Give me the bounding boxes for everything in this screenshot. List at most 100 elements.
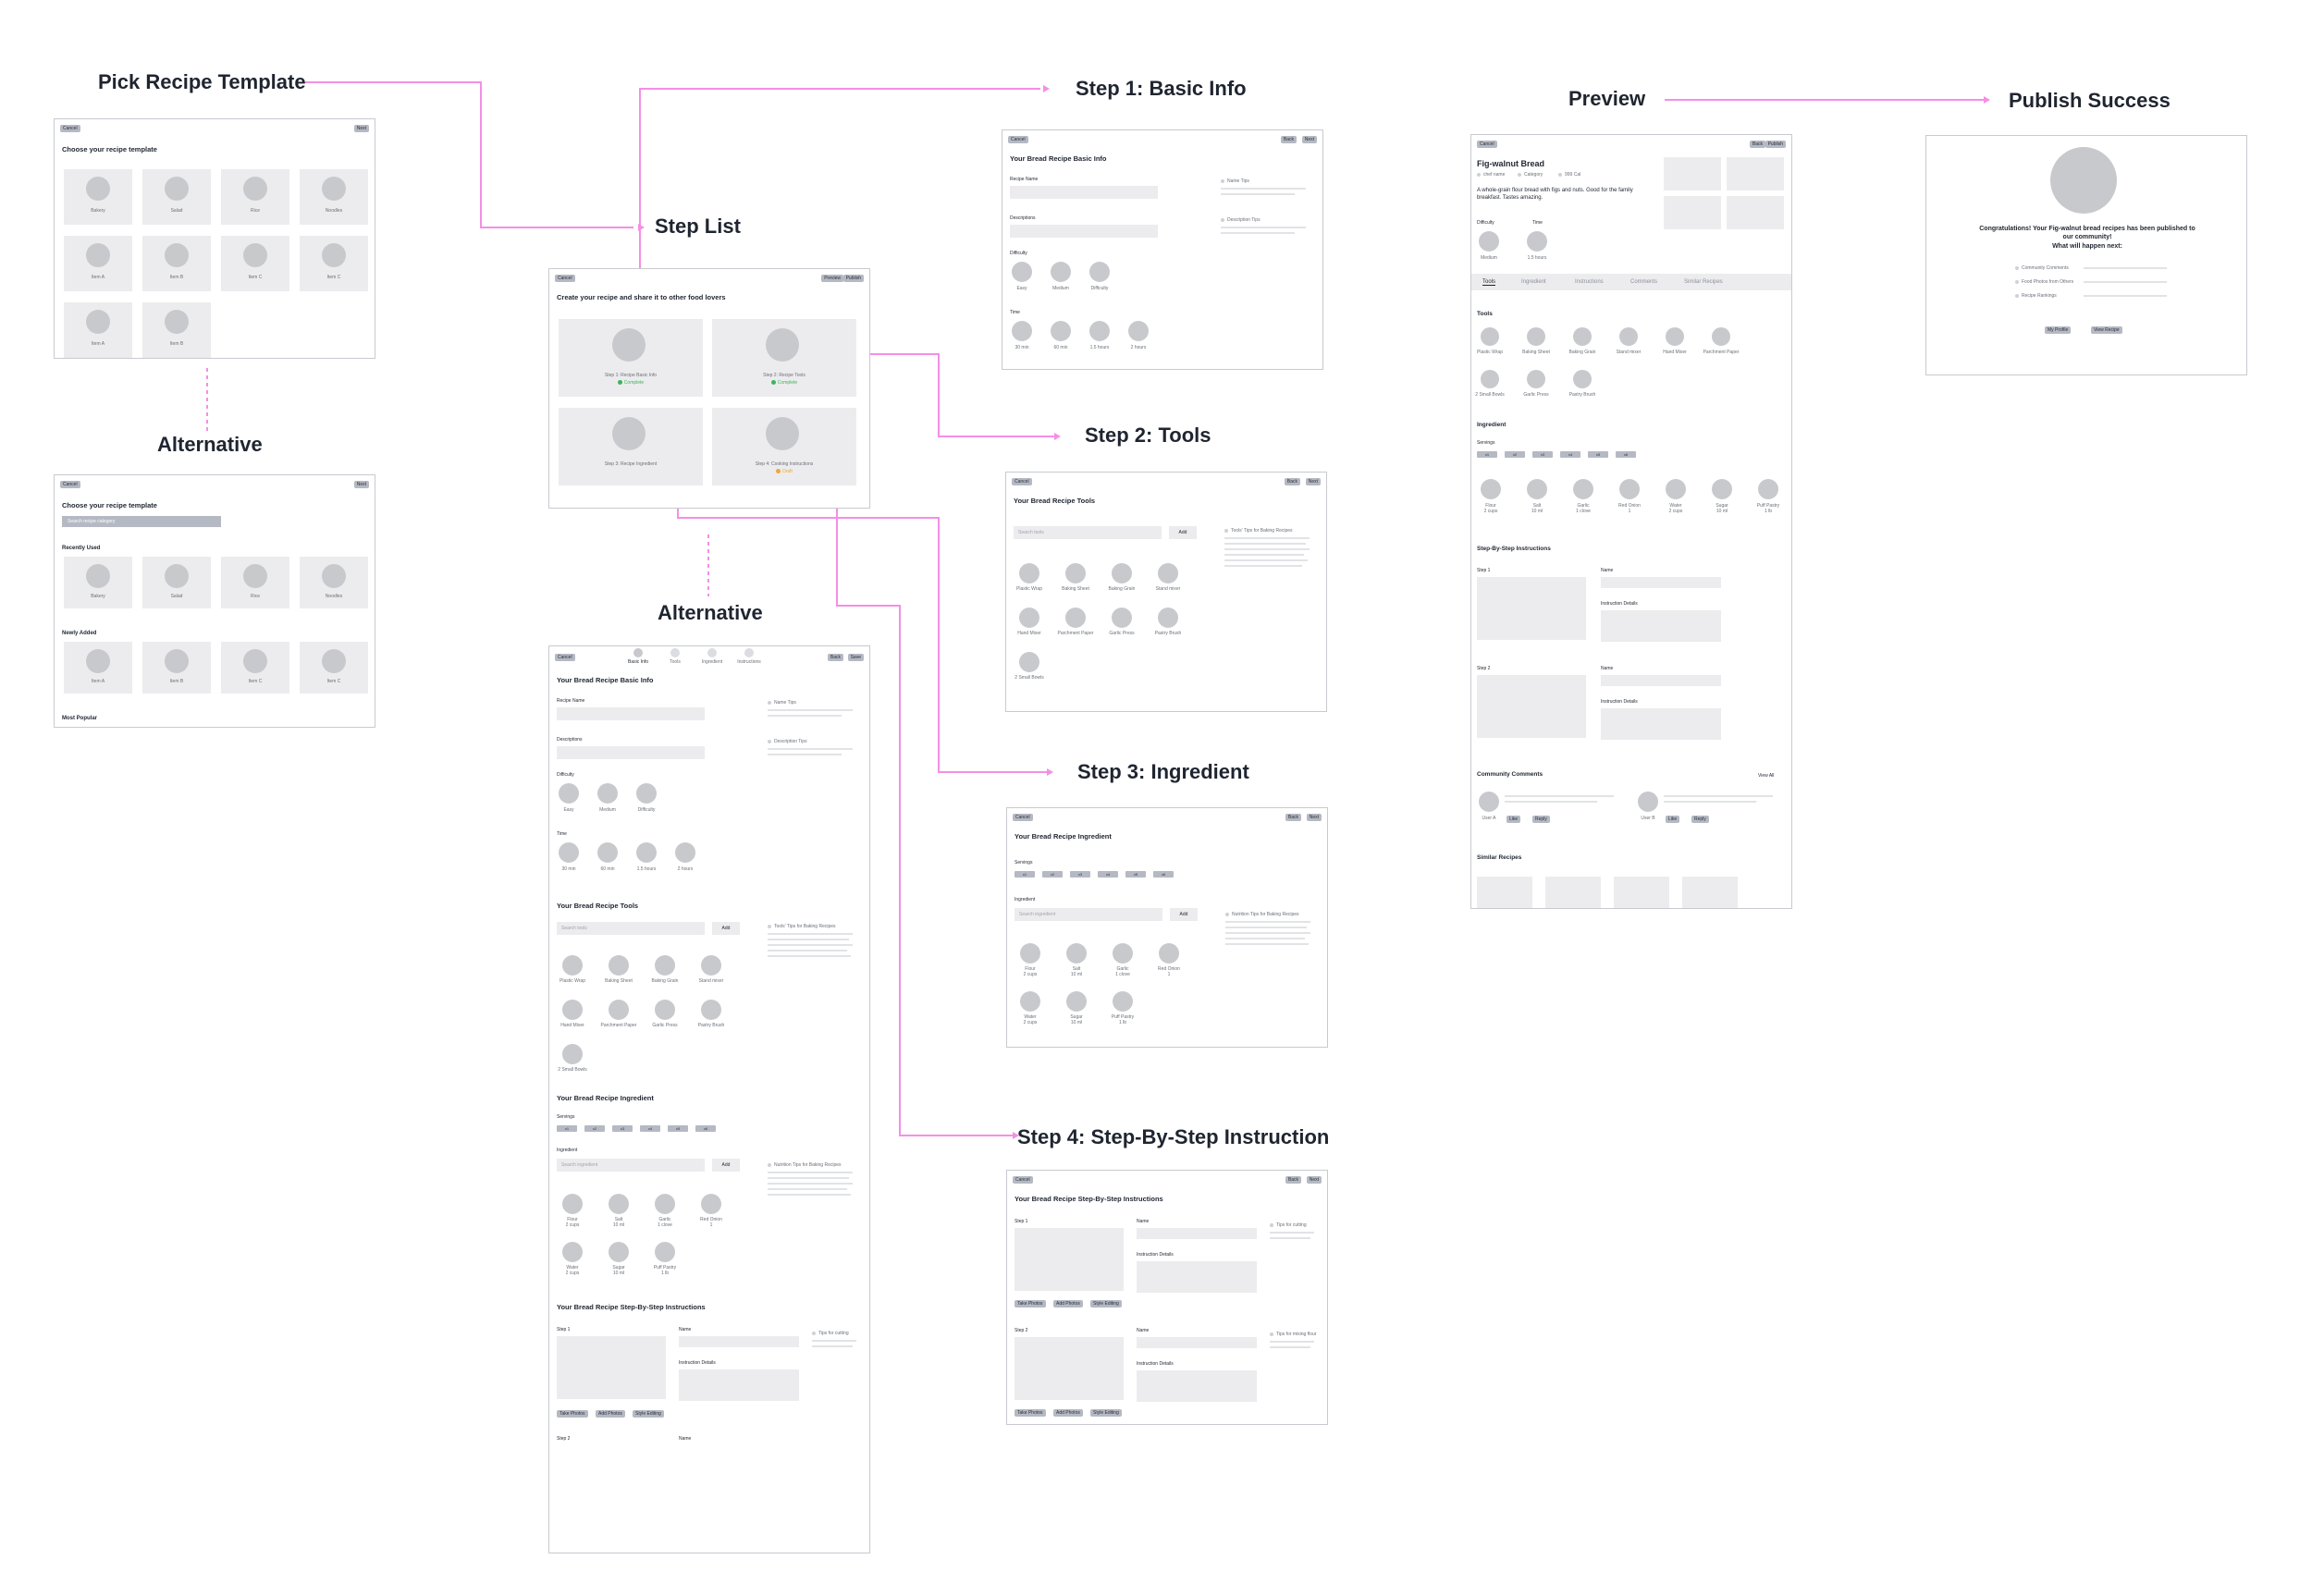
template-card[interactable]: Rice bbox=[221, 557, 289, 608]
template-card[interactable]: Item A bbox=[64, 642, 132, 694]
serving-chip[interactable]: x5 bbox=[1588, 451, 1608, 458]
tool-item[interactable] bbox=[655, 955, 675, 976]
template-card[interactable]: Salad bbox=[142, 169, 211, 225]
serving-chip[interactable]: x4 bbox=[640, 1125, 660, 1132]
stepper-dot[interactable] bbox=[707, 648, 717, 657]
tool-item[interactable] bbox=[701, 955, 721, 976]
tool-item[interactable] bbox=[701, 1000, 721, 1020]
step-details-input[interactable] bbox=[1137, 1370, 1257, 1402]
template-card[interactable]: Noodles bbox=[300, 557, 368, 608]
cancel-button[interactable]: Cancel bbox=[555, 275, 575, 282]
cancel-button[interactable]: Cancel bbox=[60, 481, 80, 488]
step-card-3[interactable]: Step 3: Recipe Ingredient bbox=[559, 408, 703, 485]
similar-recipe-card[interactable] bbox=[1614, 877, 1669, 908]
template-card[interactable]: Item B bbox=[142, 642, 211, 694]
ingredient-item[interactable] bbox=[1113, 991, 1133, 1012]
photo-thumb[interactable] bbox=[1727, 196, 1784, 229]
template-card[interactable]: Rice bbox=[221, 169, 289, 225]
ingredient-item[interactable] bbox=[1020, 991, 1040, 1012]
tool-item[interactable] bbox=[1065, 608, 1086, 628]
next-button[interactable]: Next bbox=[1305, 478, 1321, 485]
template-card[interactable]: Item A bbox=[64, 302, 132, 358]
like-button[interactable]: Like bbox=[1506, 816, 1521, 823]
ingredient-search-input[interactable]: Search ingredient bbox=[1015, 908, 1162, 921]
tool-item[interactable] bbox=[1019, 652, 1039, 672]
time-option[interactable] bbox=[1128, 321, 1149, 341]
time-option[interactable] bbox=[559, 842, 579, 863]
serving-chip[interactable]: x1 bbox=[557, 1125, 577, 1132]
time-option[interactable] bbox=[597, 842, 618, 863]
serving-chip[interactable]: x5 bbox=[668, 1125, 688, 1132]
serving-chip[interactable]: x3 bbox=[1532, 451, 1553, 458]
publish-button[interactable]: Publish bbox=[1765, 141, 1786, 148]
ingredient-item[interactable] bbox=[562, 1242, 583, 1262]
my-profile-button[interactable]: My Profile bbox=[2045, 326, 2072, 334]
tab-ingredient[interactable]: Ingredient bbox=[1521, 279, 1546, 285]
step1-photo[interactable] bbox=[1015, 1228, 1124, 1291]
serving-chip[interactable]: x3 bbox=[1070, 871, 1090, 878]
serving-chip[interactable]: x4 bbox=[1560, 451, 1580, 458]
template-card[interactable]: Item B bbox=[142, 302, 211, 358]
style-editing-button[interactable]: Style Editing bbox=[1090, 1409, 1122, 1417]
next-button[interactable]: Next bbox=[1306, 1176, 1322, 1184]
step-card-4[interactable]: Step 4: Cooking Instructions Draft bbox=[712, 408, 856, 485]
tools-search-input[interactable]: Search tools bbox=[557, 922, 705, 935]
reply-button[interactable]: Reply bbox=[1532, 816, 1550, 823]
serving-chip[interactable]: x1 bbox=[1015, 871, 1035, 878]
photo-thumb[interactable] bbox=[1664, 157, 1721, 190]
ingredient-item[interactable] bbox=[609, 1242, 629, 1262]
time-option[interactable] bbox=[1012, 321, 1032, 341]
tab-comments[interactable]: Comments bbox=[1630, 279, 1658, 285]
back-button[interactable]: Back bbox=[1285, 814, 1301, 821]
step-card-2[interactable]: Step 2: Recipe Tools Complete bbox=[712, 319, 856, 397]
difficulty-option[interactable] bbox=[1051, 262, 1071, 282]
back-button[interactable]: Back bbox=[1749, 141, 1765, 148]
back-button[interactable]: Back bbox=[1280, 136, 1297, 143]
cancel-button[interactable]: Cancel bbox=[1012, 478, 1032, 485]
tool-item[interactable] bbox=[655, 1000, 675, 1020]
tool-item[interactable] bbox=[1158, 563, 1178, 583]
back-button[interactable]: Back bbox=[827, 654, 843, 661]
serving-chip[interactable]: x4 bbox=[1098, 871, 1118, 878]
similar-recipe-card[interactable] bbox=[1477, 877, 1532, 908]
difficulty-option[interactable] bbox=[559, 783, 579, 804]
template-card[interactable]: Item B bbox=[142, 236, 211, 291]
tab-similar[interactable]: Similar Recipes bbox=[1684, 279, 1723, 285]
template-card[interactable]: Salad bbox=[142, 557, 211, 608]
ingredient-item[interactable] bbox=[1159, 943, 1179, 964]
tool-item[interactable] bbox=[1112, 608, 1132, 628]
serving-chip[interactable]: x3 bbox=[612, 1125, 633, 1132]
next-button[interactable]: Next bbox=[353, 125, 369, 132]
tool-item[interactable] bbox=[1158, 608, 1178, 628]
step2-photo[interactable] bbox=[1015, 1337, 1124, 1400]
step-name-input[interactable] bbox=[679, 1336, 799, 1347]
step-card-1[interactable]: Step 1: Recipe Basic Info Complete bbox=[559, 319, 703, 397]
template-card[interactable]: Bakery bbox=[64, 557, 132, 608]
tool-item[interactable] bbox=[1019, 563, 1039, 583]
ingredient-item[interactable] bbox=[1020, 943, 1040, 964]
difficulty-option[interactable] bbox=[1089, 262, 1110, 282]
template-card[interactable]: Item C bbox=[300, 642, 368, 694]
cancel-button[interactable]: Cancel bbox=[1013, 814, 1033, 821]
like-button[interactable]: Like bbox=[1666, 816, 1680, 823]
next-button[interactable]: Next bbox=[1301, 136, 1317, 143]
back-button[interactable]: Back bbox=[1285, 1176, 1301, 1184]
photo-thumb[interactable] bbox=[1727, 157, 1784, 190]
similar-recipe-card[interactable] bbox=[1545, 877, 1601, 908]
step-details-input[interactable] bbox=[679, 1369, 799, 1401]
publish-button[interactable]: Publish bbox=[842, 275, 864, 282]
stepper-dot[interactable] bbox=[633, 648, 643, 657]
tool-item[interactable] bbox=[1112, 563, 1132, 583]
time-option[interactable] bbox=[675, 842, 695, 863]
serving-chip[interactable]: x1 bbox=[1477, 451, 1497, 458]
step-name-input[interactable] bbox=[1137, 1228, 1257, 1239]
serving-chip[interactable]: x2 bbox=[584, 1125, 605, 1132]
view-recipe-button[interactable]: View Recipe bbox=[2091, 326, 2122, 334]
template-card[interactable]: Item A bbox=[64, 236, 132, 291]
difficulty-option[interactable] bbox=[597, 783, 618, 804]
template-card[interactable]: Item C bbox=[300, 236, 368, 291]
tab-tools[interactable]: Tools bbox=[1482, 279, 1496, 286]
style-editing-button[interactable]: Style Editing bbox=[633, 1410, 664, 1418]
tools-search-input[interactable]: Search tools bbox=[1014, 526, 1162, 539]
recipe-name-input[interactable] bbox=[1010, 186, 1158, 199]
